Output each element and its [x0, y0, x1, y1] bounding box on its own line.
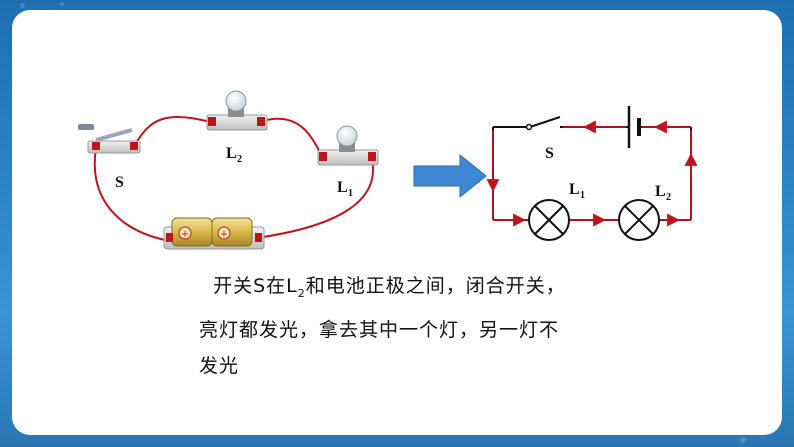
decor-dot	[60, 2, 64, 6]
physical-lamp-1	[317, 125, 379, 166]
caption-line-3: 发光	[199, 354, 240, 377]
caption-subscript: 2	[297, 286, 306, 300]
wire-lamp2-to-lamp1	[261, 117, 323, 158]
arrow-left-down-icon	[486, 179, 500, 193]
right-arrow-icon	[413, 153, 487, 199]
lamp2-symbol	[618, 199, 660, 241]
schematic-lamp1-label: L	[569, 181, 580, 198]
arrow-bottom-right-icon	[667, 213, 681, 227]
schematic-lamp1-subscript: 1	[580, 190, 585, 201]
schematic-lamp2-label: L	[655, 183, 666, 200]
schematic-wires	[492, 116, 692, 221]
arrow-right-up-icon	[684, 152, 698, 166]
switch-contact	[525, 123, 533, 131]
lamp2-subscript: 2	[237, 154, 242, 165]
arrow-bottom-mid-icon	[593, 213, 607, 227]
plus-icon: +	[181, 229, 189, 240]
caption-part1: 开关S在L	[213, 275, 298, 297]
schematic-switch-label: S	[545, 145, 554, 162]
arrow-bottom-left-icon	[513, 213, 527, 227]
current-path	[486, 120, 698, 227]
caption-part2: 和电池正极之间，闭合开关，	[305, 275, 566, 297]
caption-line-2: 亮灯都发光，拿去其中一个灯，另一灯不	[199, 318, 560, 341]
schematic-lamp2-subscript: 2	[666, 192, 671, 203]
arrow-top-right-icon	[653, 120, 667, 134]
decor-dot	[20, 3, 25, 8]
decor-dot	[740, 437, 746, 443]
arrow-top-mid-icon	[582, 120, 596, 134]
battery-symbol	[627, 106, 641, 148]
wire-switch-to-lamp2	[135, 115, 211, 144]
switch-label: S	[115, 174, 124, 191]
knife-switch	[78, 124, 141, 154]
wire-switch-to-battery	[93, 147, 166, 241]
wire-lamp1-to-battery	[262, 159, 374, 238]
caption-line-1: 开关S在L2和电池正极之间，闭合开关，	[199, 268, 599, 312]
physical-wires	[93, 115, 374, 241]
lamp1-symbol	[528, 199, 570, 241]
plus-icon: +	[220, 229, 228, 240]
lamp1-label: L	[337, 179, 348, 196]
lamp1-subscript: 1	[348, 188, 353, 199]
physical-battery: + +	[163, 217, 265, 250]
caption-text: 开关S在L2和电池正极之间，闭合开关， 亮灯都发光，拿去其中一个灯，另一灯不 发…	[199, 268, 599, 384]
lamp2-label: L	[226, 145, 237, 162]
physical-lamp-2	[206, 90, 268, 131]
